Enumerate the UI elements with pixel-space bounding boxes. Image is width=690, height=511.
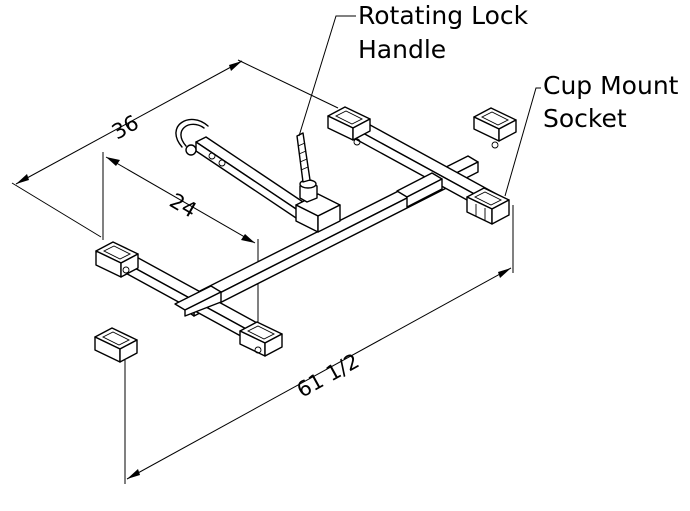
cup-mount-socket-front-bottom: [94, 327, 138, 363]
rotating-lock-handle: [296, 132, 318, 203]
handle-leader: [298, 15, 356, 137]
cup-mount-socket-front-right: [239, 321, 283, 357]
cup-mount-socket-rear-right: [466, 187, 510, 225]
dimension-36-label: 36: [108, 110, 143, 144]
socket-label-line1: Cup Mount: [543, 71, 679, 100]
handle-label-line2: Handle: [358, 35, 446, 64]
dimension-61-1-2-label: 61 1/2: [293, 349, 363, 403]
socket-label-line2: Socket: [543, 104, 627, 133]
cup-mount-socket-front-left: [95, 241, 139, 278]
cup-mount-socket-rear-left: [327, 106, 371, 146]
beam-center-crossings: [174, 172, 443, 317]
handle-label-line1: Rotating Lock: [358, 1, 529, 30]
socket-leader: [504, 87, 541, 197]
cup-mount-socket-rear-top: [473, 107, 517, 149]
dimension-24-label: 24: [166, 189, 201, 223]
